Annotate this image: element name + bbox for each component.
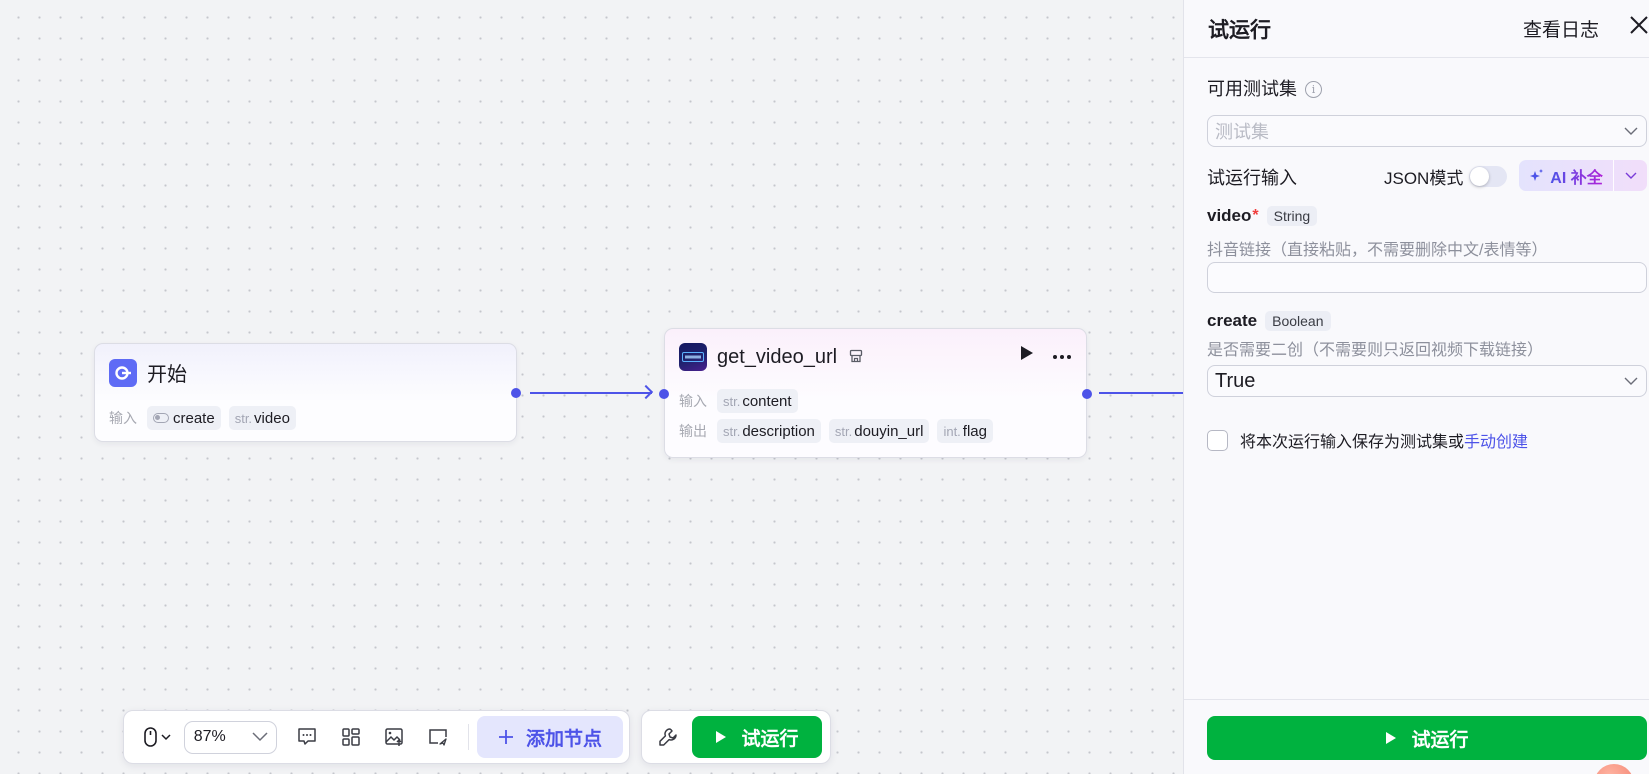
- toolbar-divider: [468, 724, 470, 750]
- edge-plugin-to-next[interactable]: [1099, 392, 1183, 394]
- type-badge: String: [1266, 206, 1318, 226]
- play-icon: [1386, 732, 1397, 744]
- create-select[interactable]: True: [1207, 365, 1647, 397]
- output-tag-flag: int. flag: [937, 419, 993, 443]
- start-node-icon: [109, 358, 137, 387]
- required-marker: *: [1252, 207, 1259, 224]
- get-video-url-node[interactable]: get_video_url 输入 str. content 输出 str.: [664, 328, 1087, 458]
- ai-fill-button[interactable]: AI 补全: [1519, 160, 1613, 191]
- output-tag-douyin-url: str. douyin_url: [828, 419, 930, 443]
- more-options-icon[interactable]: [1052, 347, 1072, 365]
- input-tag-content: str. content: [717, 389, 798, 413]
- arrow-head-icon: [638, 384, 654, 400]
- input-label: 输入: [679, 393, 707, 409]
- panel-test-run-button[interactable]: 试运行: [1207, 716, 1647, 760]
- type-badge: Boolean: [1265, 311, 1331, 331]
- auto-layout-icon[interactable]: [329, 719, 373, 755]
- start-node[interactable]: 开始 输入 create str. video: [94, 343, 517, 442]
- wrench-icon[interactable]: [658, 727, 678, 747]
- chevron-down-icon: [1624, 377, 1638, 385]
- interaction-mode-mouse-icon[interactable]: [138, 719, 178, 755]
- field-create-header: create Boolean: [1207, 311, 1331, 331]
- run-node-play-icon[interactable]: [1020, 345, 1034, 366]
- boolean-toggle-icon: [153, 413, 169, 423]
- field-create-description: 是否需要二创（不需要则只返回视频下载链接）: [1207, 342, 1544, 359]
- save-as-test-set-checkbox[interactable]: [1207, 429, 1228, 451]
- store-icon: [849, 349, 863, 366]
- input-label: 输入: [109, 410, 137, 426]
- floating-avatar[interactable]: [1594, 764, 1634, 774]
- json-mode-control: JSON模式: [1384, 164, 1508, 189]
- view-log-link[interactable]: 查看日志: [1523, 20, 1600, 41]
- info-icon[interactable]: i: [1305, 81, 1322, 98]
- play-icon: [716, 731, 727, 743]
- plugin-input-port[interactable]: [659, 389, 669, 399]
- test-set-select[interactable]: 测试集: [1207, 115, 1647, 147]
- plugin-node-title: get_video_url: [717, 345, 838, 368]
- export-image-icon[interactable]: [373, 719, 417, 755]
- save-as-test-set-row: 将本次运行输入保存为测试集或手动创建: [1207, 428, 1528, 452]
- plus-icon: [499, 730, 514, 744]
- zoom-level-select[interactable]: 87%: [183, 720, 278, 754]
- field-video-description: 抖音链接（直接粘贴，不需要删除中文/表情等）: [1207, 242, 1548, 259]
- plugin-output-port[interactable]: [1082, 389, 1092, 399]
- ai-fill-dropdown[interactable]: [1614, 160, 1647, 191]
- edge-start-to-plugin[interactable]: [530, 392, 652, 394]
- manual-create-link[interactable]: 手动创建: [1464, 434, 1529, 451]
- output-label: 输出: [679, 423, 707, 439]
- run-toolbar: 试运行: [641, 710, 831, 764]
- video-input[interactable]: [1207, 262, 1647, 293]
- workflow-canvas[interactable]: 开始 输入 create str. video get_video_url: [0, 0, 1183, 774]
- input-tag-video: str. video: [228, 406, 296, 430]
- chevron-down-icon: [1625, 172, 1636, 179]
- add-node-button[interactable]: 添加节点: [477, 716, 624, 758]
- panel-title: 试运行: [1208, 19, 1271, 42]
- plugin-icon: [679, 343, 707, 371]
- panel-footer: 试运行: [1184, 699, 1649, 774]
- test-run-button[interactable]: 试运行: [692, 716, 822, 758]
- json-mode-toggle[interactable]: [1469, 166, 1508, 187]
- canvas-toolbar: 87% 添加节点: [123, 710, 630, 764]
- input-tag-create: create: [147, 406, 221, 430]
- chevron-down-icon: [1624, 127, 1638, 135]
- ai-fill-button-group: AI 补全: [1519, 160, 1647, 191]
- output-tag-description: str. description: [717, 419, 821, 443]
- sparkle-icon: [1530, 169, 1544, 181]
- panel-header: 试运行 查看日志: [1184, 0, 1649, 58]
- chevron-down-icon: [252, 732, 268, 742]
- run-input-label: 试运行输入: [1207, 168, 1297, 188]
- close-icon[interactable]: [1628, 14, 1649, 38]
- minimap-icon[interactable]: [416, 719, 460, 755]
- field-video-header: video * String: [1207, 206, 1318, 226]
- start-output-port[interactable]: [511, 388, 521, 398]
- comment-icon[interactable]: [285, 719, 329, 755]
- start-node-title: 开始: [147, 364, 187, 386]
